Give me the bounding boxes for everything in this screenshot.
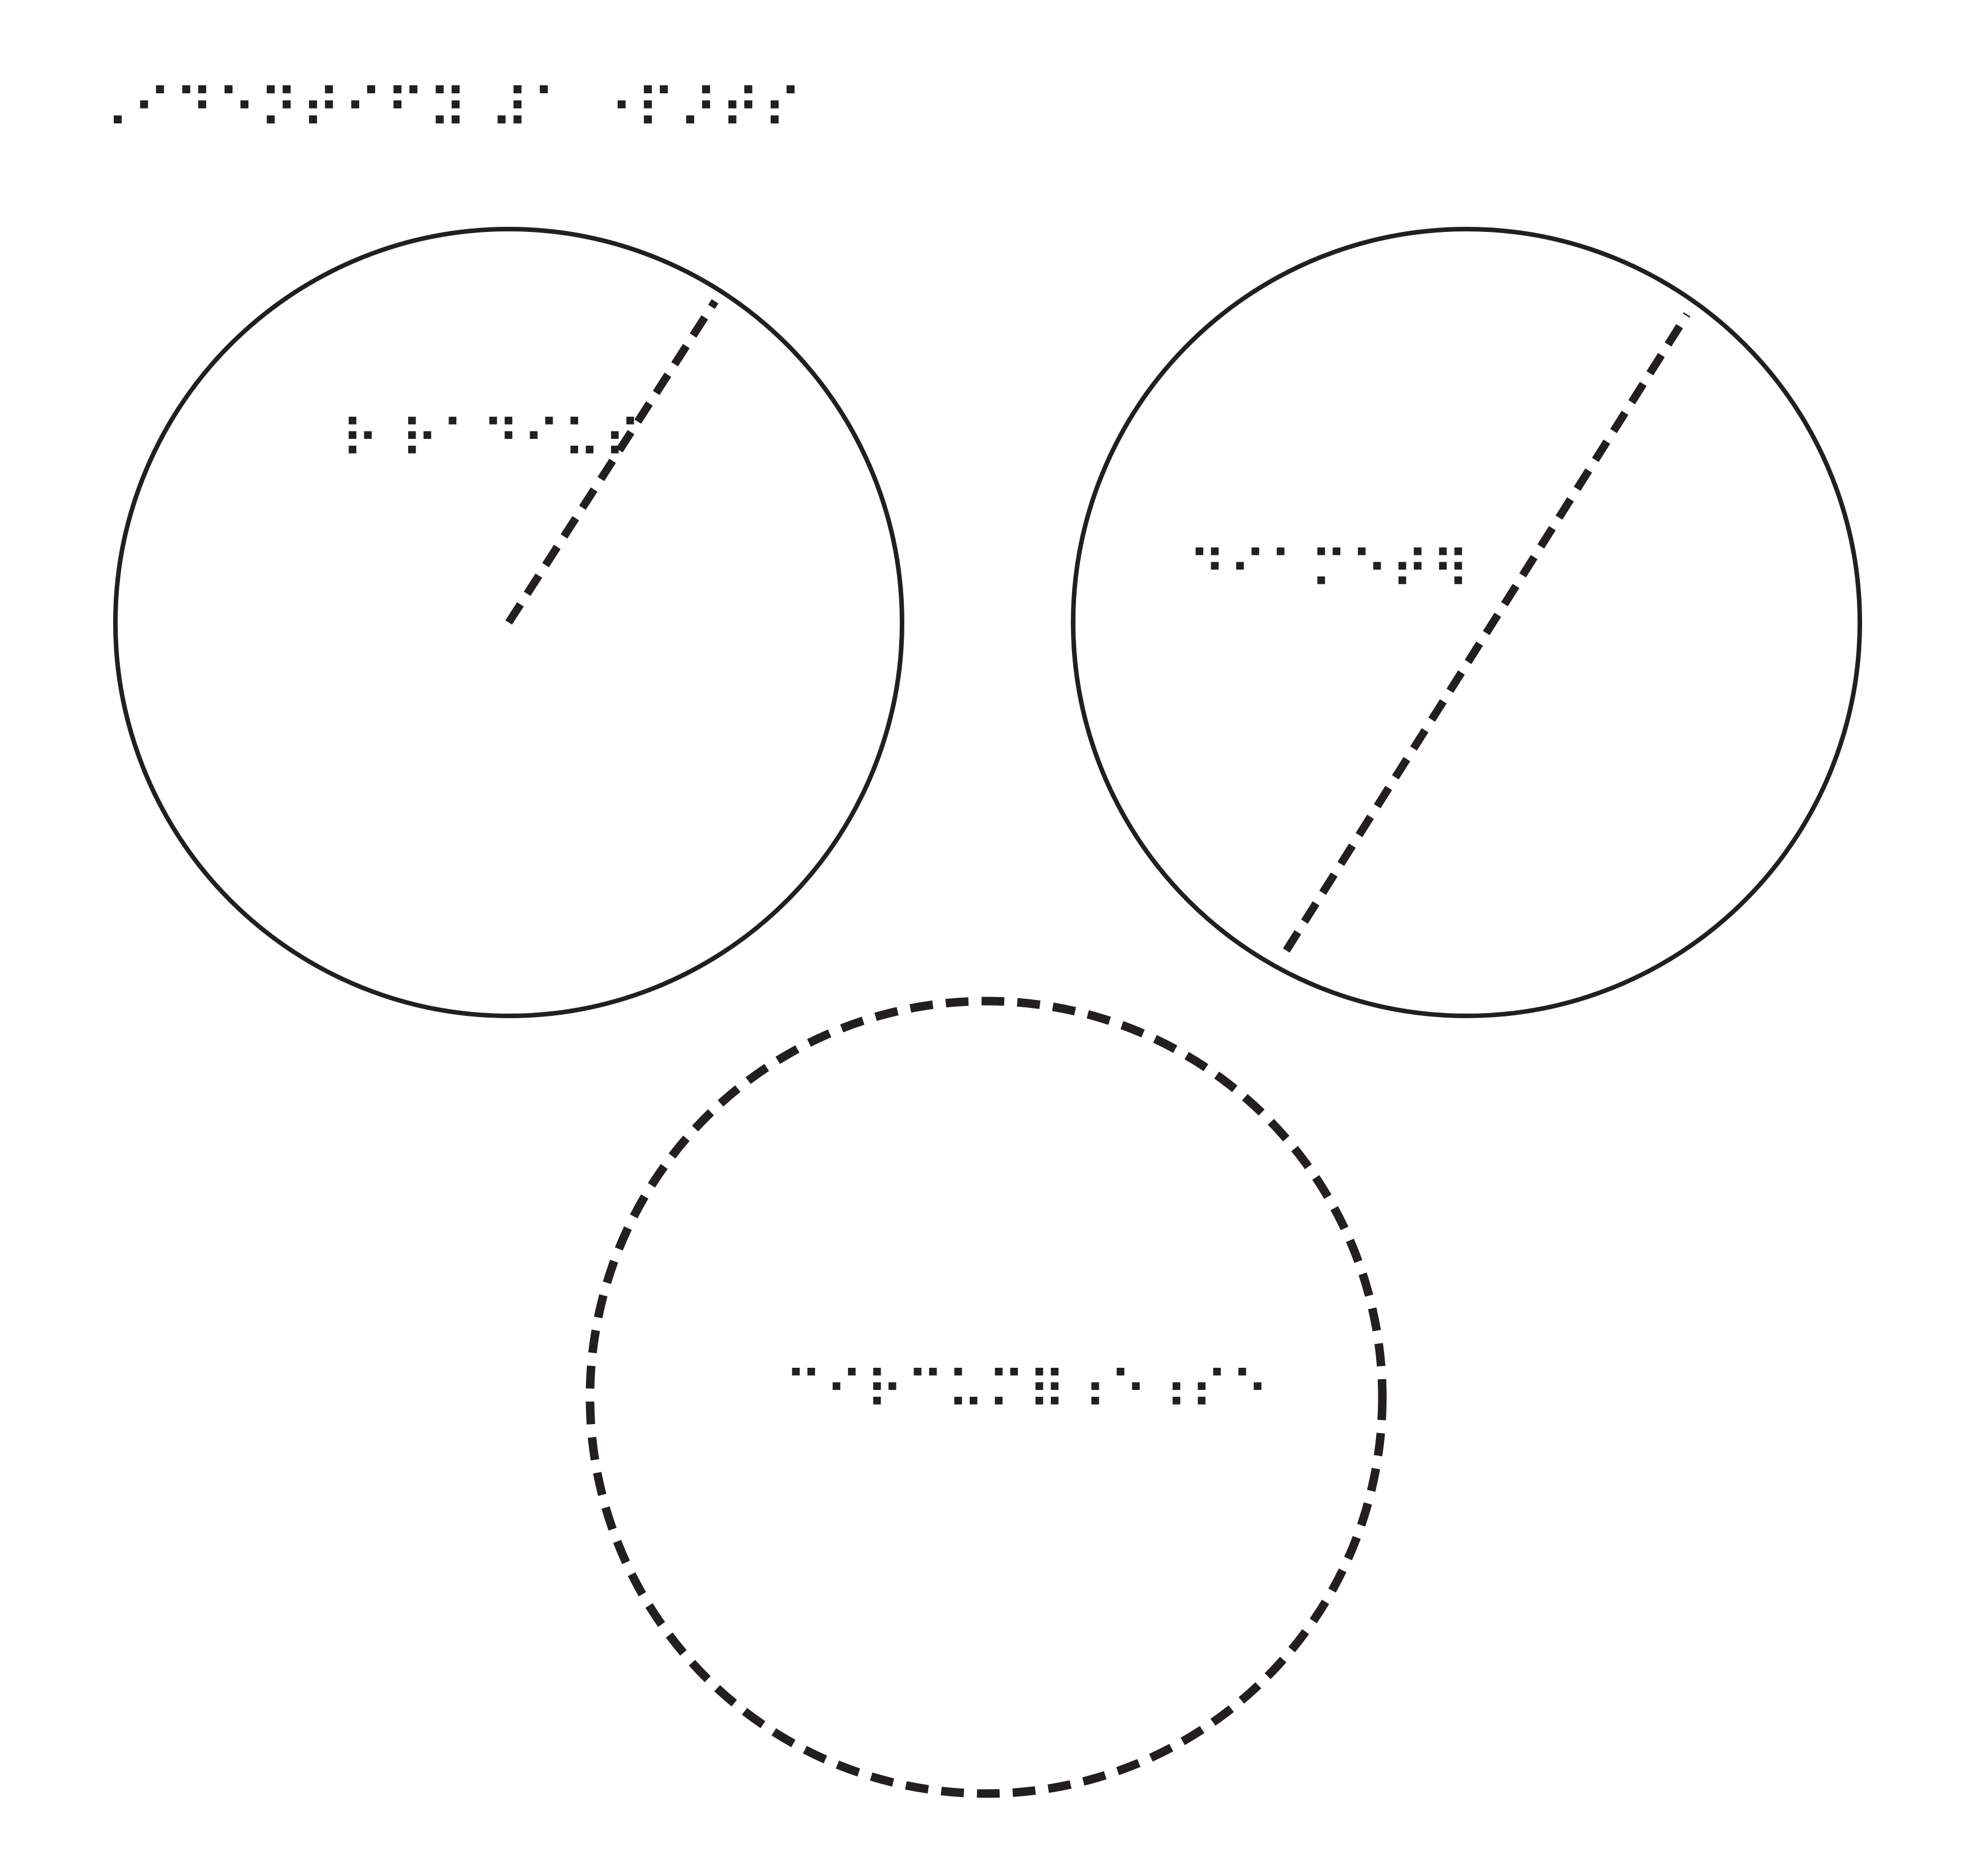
radius-circle-group: ⠗ ⠗⠁⠙⠊⠥⠎ (113, 227, 904, 1018)
diagram-title: ⠠⠊⠙⠑⠝⠞⠊⠋⠽ ⠼⠁ ⠐⠏⠜⠞⠎ (90, 77, 805, 141)
diameter-circle-outline (1071, 227, 1862, 1018)
radius-label: ⠗ ⠗⠁⠙⠊⠥⠎ (341, 409, 644, 470)
circumference-label: ⠉⠊⠗⠉⠥⠍⠿⠰⠑⠰⠎⠑ (784, 1360, 1272, 1421)
diameter-label: ⠙⠊⠁⠍⠑⠞⠻ (1188, 540, 1472, 601)
diameter-circle-group: ⠙⠊⠁⠍⠑⠞⠻ (1071, 227, 1862, 1018)
diameter-line (1283, 312, 1690, 953)
radius-circle-outline (113, 227, 904, 1018)
circumference-circle-outline (585, 997, 1387, 1798)
circumference-circle-group: ⠉⠊⠗⠉⠥⠍⠿⠰⠑⠰⠎⠑ (585, 997, 1387, 1798)
radius-line (505, 299, 718, 625)
